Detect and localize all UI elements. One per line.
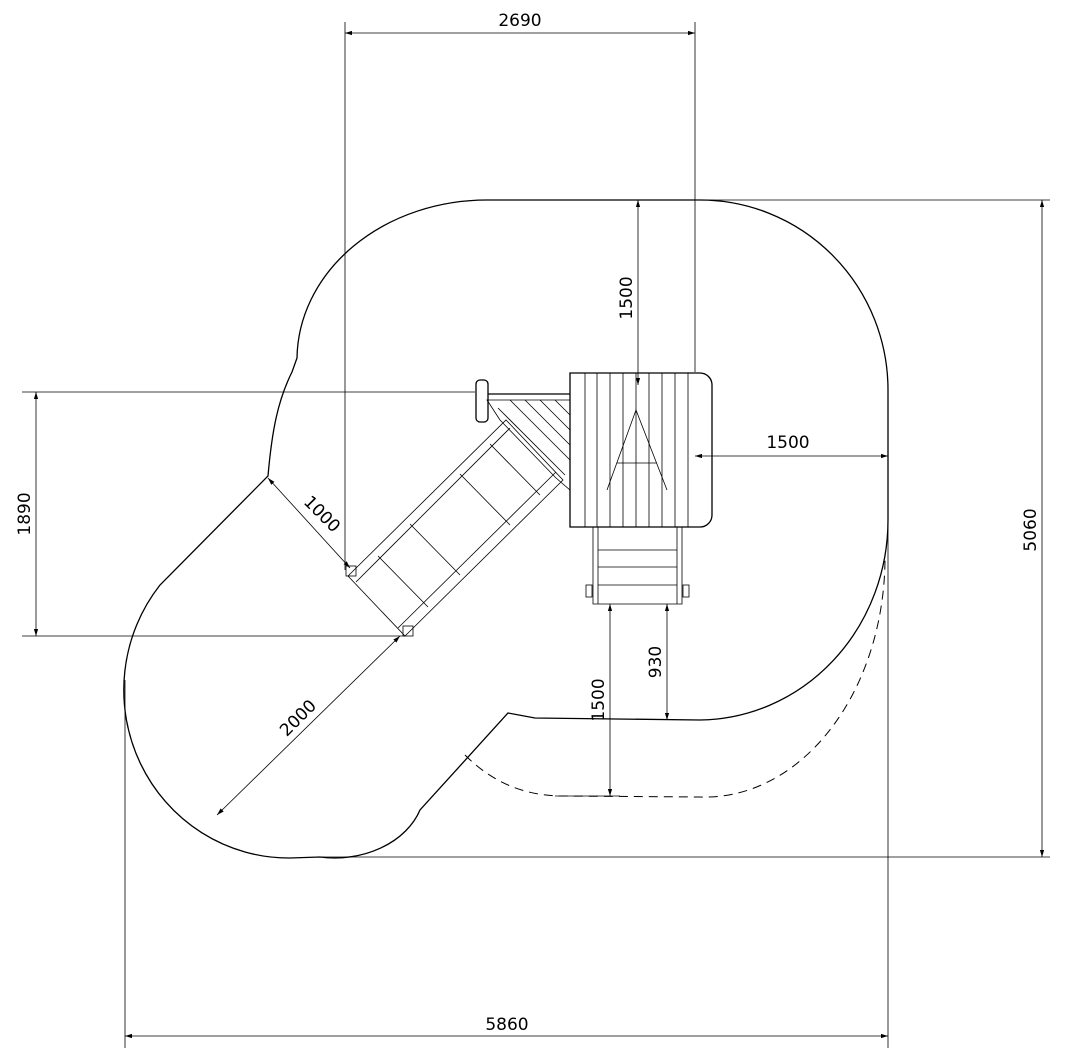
dim-total-width: 5860: [485, 1015, 528, 1035]
platform: [569, 372, 713, 528]
steering-wheel: [475, 379, 570, 423]
dimension-lines: [33, 30, 1045, 1039]
slide: [345, 419, 564, 637]
safety-zone-dashed-alt: [464, 559, 886, 798]
dim-top-width: 2690: [498, 11, 541, 31]
stairs: [585, 527, 690, 605]
dim-slide-clearance: 1000: [299, 492, 344, 537]
dim-stair-clearance: 1500: [589, 678, 609, 721]
dim-top-clearance: 1500: [617, 276, 637, 319]
dim-stair-extent: 930: [646, 646, 666, 678]
safety-zone-outline: [123, 199, 889, 859]
roof-ramp: [486, 399, 571, 491]
extension-lines: [22, 22, 1050, 1048]
dim-right-clearance: 1500: [766, 433, 809, 453]
dim-left-height: 1890: [15, 492, 35, 535]
dim-total-height: 5060: [1021, 508, 1041, 551]
dim-slide-runout: 2000: [276, 696, 321, 741]
